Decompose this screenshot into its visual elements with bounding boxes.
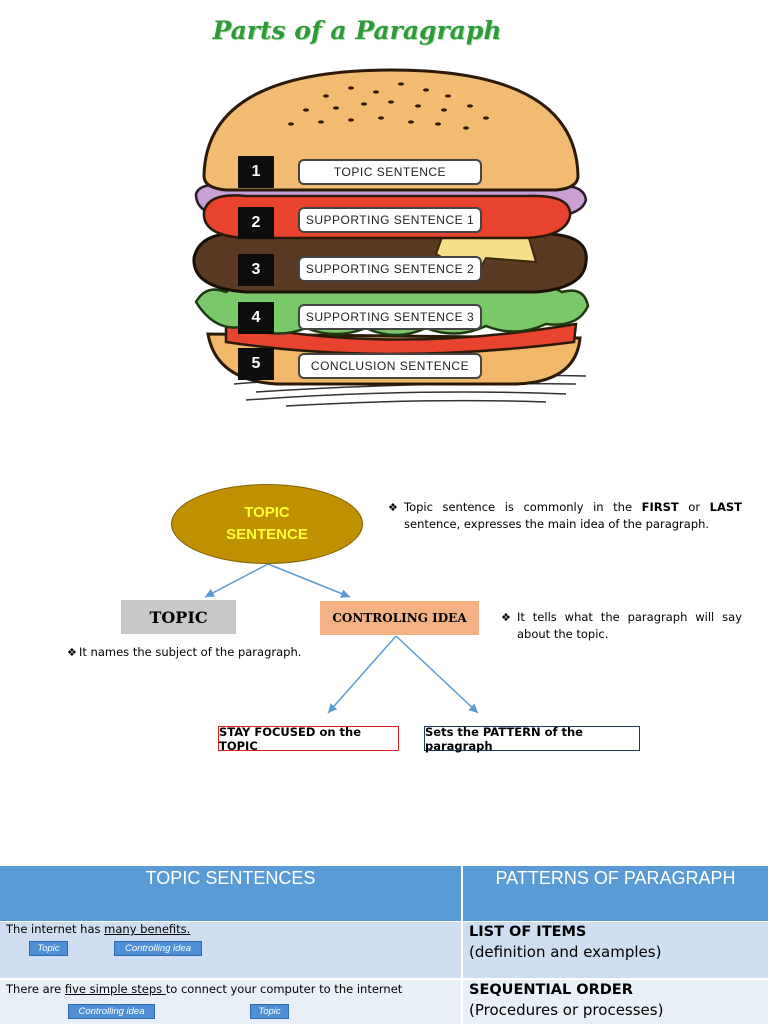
tomato-bottom xyxy=(224,320,578,356)
row2-tag-topic: Topic xyxy=(250,1004,289,1019)
layer-label-supporting-2: SUPPORTING SENTENCE 2 xyxy=(298,256,482,282)
page-title: Parts of a Paragraph xyxy=(212,16,502,45)
row2-tag-controlling: Controlling idea xyxy=(68,1004,155,1019)
controlling-idea-box: CONTROLING IDEA xyxy=(320,601,479,635)
burger-illustration: 1 TOPIC SENTENCE 2 SUPPORTING SENTENCE 1… xyxy=(186,66,596,416)
row1-pattern-title: LIST OF ITEMS xyxy=(469,924,587,940)
bullet-icon: ❖ xyxy=(388,501,398,514)
table-row: LIST OF ITEMS (definition and examples) xyxy=(463,922,768,978)
row1-pattern-sub: (definition and examples) xyxy=(469,943,662,961)
row2-pattern-sub: (Procedures or processes) xyxy=(469,1001,664,1019)
table-row: The internet has many benefits. Topic Co… xyxy=(0,922,461,978)
layer-label-supporting-1: SUPPORTING SENTENCE 1 xyxy=(298,207,482,233)
row1-tag-topic: Topic xyxy=(29,941,68,956)
bullet-icon: ❖ xyxy=(67,646,77,659)
row1-tag-controlling: Controlling idea xyxy=(114,941,202,956)
layer-label-topic-sentence: TOPIC SENTENCE xyxy=(298,159,482,185)
row2-pattern-title: SEQUENTIAL ORDER xyxy=(469,982,633,998)
stay-focused-box: STAY FOCUSED on the TOPIC xyxy=(218,725,399,753)
row2-sentence: There are five simple steps to connect y… xyxy=(6,982,403,996)
layer-label-conclusion: CONCLUSION SENTENCE xyxy=(298,353,482,379)
layer-number-2: 2 xyxy=(238,207,274,239)
patterns-table: TOPIC SENTENCES PATTERNS OF PARAGRAPH Th… xyxy=(0,866,768,1024)
row1-sentence: The internet has many benefits. xyxy=(6,922,191,936)
sets-pattern-box: Sets the PATTERN of the paragraph xyxy=(424,725,640,753)
layer-label-supporting-3: SUPPORTING SENTENCE 3 xyxy=(298,304,482,330)
table-header-patterns: PATTERNS OF PARAGRAPH xyxy=(463,866,768,921)
ellipse-line-2: SENTENCE xyxy=(226,526,308,543)
topic-box: TOPIC xyxy=(121,600,236,634)
note-controlling-idea: ❖ It tells what the paragraph will say a… xyxy=(501,610,742,641)
layer-number-5: 5 xyxy=(238,348,274,380)
sesame-seeds xyxy=(288,82,489,130)
table-row: SEQUENTIAL ORDER (Procedures or processe… xyxy=(463,980,768,1024)
table-header-topic-sentences: TOPIC SENTENCES xyxy=(0,866,461,921)
bullet-icon: ❖ xyxy=(501,611,511,624)
layer-number-3: 3 xyxy=(238,254,274,286)
note-topic: ❖ It names the subject of the paragraph. xyxy=(67,645,302,659)
table-row: There are five simple steps to connect y… xyxy=(0,980,461,1024)
layer-number-4: 4 xyxy=(238,302,274,334)
topic-sentence-ellipse: TOPIC SENTENCE xyxy=(171,484,363,564)
layer-number-1: 1 xyxy=(238,156,274,188)
ellipse-line-1: TOPIC xyxy=(244,504,290,521)
note-topic-sentence: ❖ Topic sentence is commonly in the FIRS… xyxy=(388,500,742,531)
top-bun xyxy=(202,68,580,192)
